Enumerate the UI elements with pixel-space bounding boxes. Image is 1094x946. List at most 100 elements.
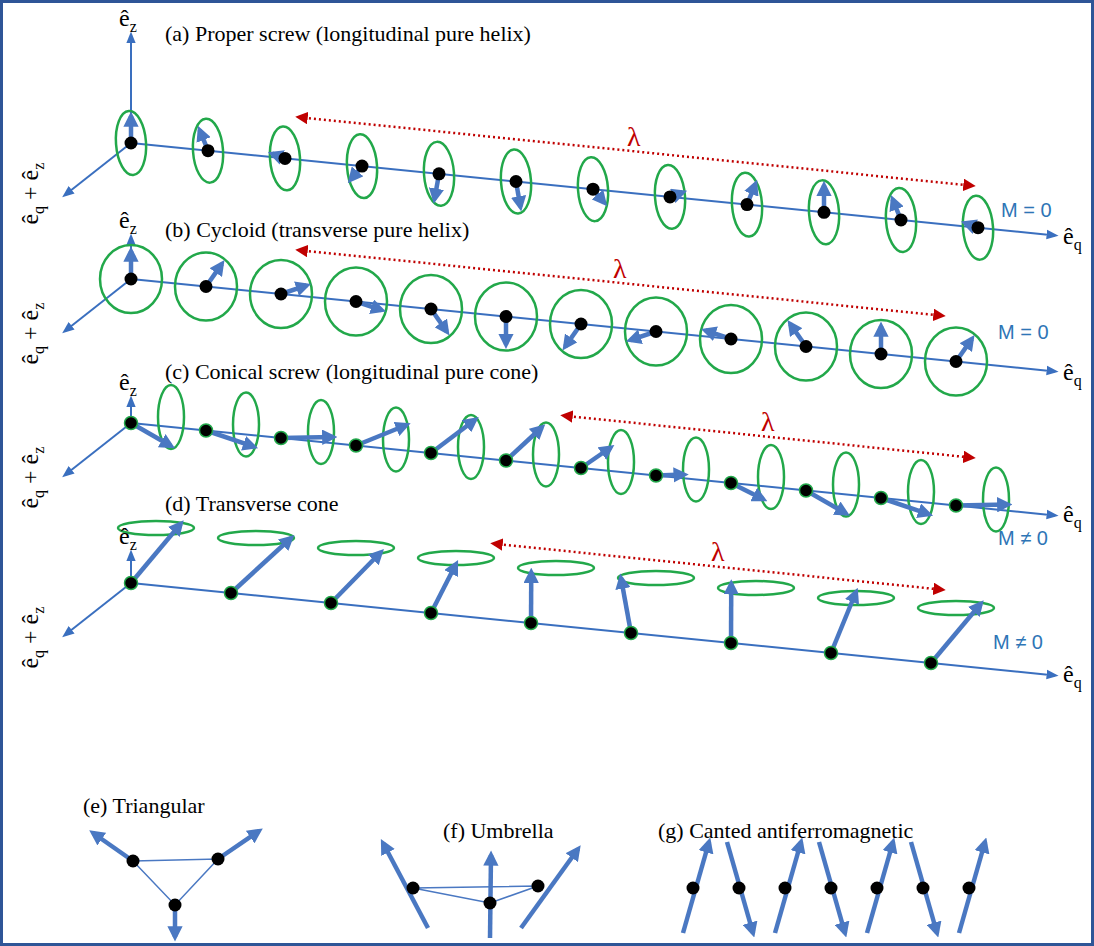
axis-label: êq + êz <box>17 446 48 508</box>
spin-circle <box>961 195 995 261</box>
spin-circle <box>268 125 302 191</box>
atom-dot <box>800 484 813 497</box>
magnetization-label: M ≠ 0 <box>998 527 1048 550</box>
atom-dot <box>275 432 288 445</box>
atom-dot <box>825 647 838 660</box>
atom-dot <box>575 318 588 331</box>
magnetization-label: M = 0 <box>1001 199 1052 222</box>
atom-dot <box>917 882 930 895</box>
atom-dot <box>202 144 215 157</box>
spin-arrow <box>867 842 893 933</box>
atom-dot <box>925 657 938 670</box>
axis-ez <box>130 35 132 143</box>
atom-dot <box>779 882 792 895</box>
atom-dot <box>279 152 292 165</box>
spin-circle <box>475 283 537 351</box>
atom-dot <box>871 882 884 895</box>
spin-arrow <box>931 604 981 663</box>
axis-side <box>65 279 131 331</box>
spin-circle <box>925 328 987 396</box>
spin-circle <box>576 156 610 222</box>
atom-dot <box>725 333 738 346</box>
spin-arrow <box>383 843 428 928</box>
spin-circle <box>653 164 687 230</box>
magnetization-label: M ≠ 0 <box>993 631 1043 654</box>
atom-dot <box>510 175 523 188</box>
cone-circle <box>918 601 994 615</box>
atom-dot <box>963 882 976 895</box>
spin-arrow <box>911 842 937 933</box>
cone-circle <box>608 430 634 494</box>
atom-dot <box>664 190 677 203</box>
spin-circle <box>422 141 456 207</box>
unit-vector-label: êz <box>119 207 137 238</box>
spin-arrow <box>506 427 542 460</box>
atom-dot <box>875 492 888 505</box>
atom-dot <box>127 855 140 868</box>
panel-title: (e) Triangular <box>83 793 205 818</box>
wavelength-label: λ <box>613 253 627 285</box>
cone-circle <box>418 551 494 565</box>
atom-dot <box>433 167 446 180</box>
cone-circle <box>308 400 334 464</box>
unit-vector-label: êq <box>1063 359 1082 390</box>
spin-arrow <box>831 592 856 653</box>
unit-vector-label: êq <box>1063 501 1082 532</box>
cone-circle <box>618 571 694 585</box>
atom-dot <box>500 454 513 467</box>
atom-dot <box>500 310 513 323</box>
panel-title: (b) Cycloid (transverse pure helix) <box>165 217 469 242</box>
atom-dot <box>125 577 138 590</box>
unit-vector-label: êq <box>1063 661 1082 692</box>
axis-eq <box>131 583 1055 675</box>
spin-circle <box>400 275 462 343</box>
cone-circle <box>318 541 394 555</box>
axis-side <box>65 583 131 635</box>
atom-dot <box>484 897 497 910</box>
spin-arrow <box>521 849 578 928</box>
axis-side <box>65 143 131 195</box>
atom-dot <box>950 499 963 512</box>
atom-dot <box>687 882 700 895</box>
axis-label: êq + êz <box>17 162 48 224</box>
spin-arrow <box>281 435 333 440</box>
spin-arrow <box>231 538 291 593</box>
panel-title: (g) Canted antiferromagnetic <box>658 818 913 843</box>
atom-dot <box>575 462 588 475</box>
spin-circle <box>499 149 533 215</box>
wavelength-line <box>299 250 942 316</box>
spin-circle <box>884 187 918 253</box>
atom-dot <box>407 882 420 895</box>
spin-circle <box>700 305 762 373</box>
spin-arrow <box>331 552 381 603</box>
unit-vector-label: êz <box>119 5 137 36</box>
spin-arrow <box>431 564 456 613</box>
spin-arrow <box>729 584 734 643</box>
atom-dot <box>275 288 288 301</box>
spin-circle <box>550 290 612 358</box>
spin-circle <box>625 298 687 366</box>
spin-arrow <box>683 842 709 933</box>
atom-dot <box>725 477 738 490</box>
atom-dot <box>350 439 363 452</box>
atom-dot <box>350 295 363 308</box>
umbrella-outline <box>413 886 538 903</box>
spin-circle <box>345 133 379 199</box>
atom-dot <box>895 214 908 227</box>
spin-circle <box>114 110 148 176</box>
atom-dot <box>125 417 138 430</box>
spin-arrow <box>956 502 1008 507</box>
axis-side <box>65 423 131 475</box>
atom-dot <box>169 899 182 912</box>
atom-dot <box>825 882 838 895</box>
atom-dot <box>325 597 338 610</box>
atom-dot <box>950 355 963 368</box>
spin-arrow <box>727 842 753 933</box>
wavelength-label: λ <box>627 121 641 153</box>
spin-arrow <box>529 572 534 623</box>
spin-circle <box>807 179 841 245</box>
atom-dot <box>212 853 225 866</box>
atom-dot <box>741 198 754 211</box>
wavelength-label: λ <box>711 536 725 568</box>
